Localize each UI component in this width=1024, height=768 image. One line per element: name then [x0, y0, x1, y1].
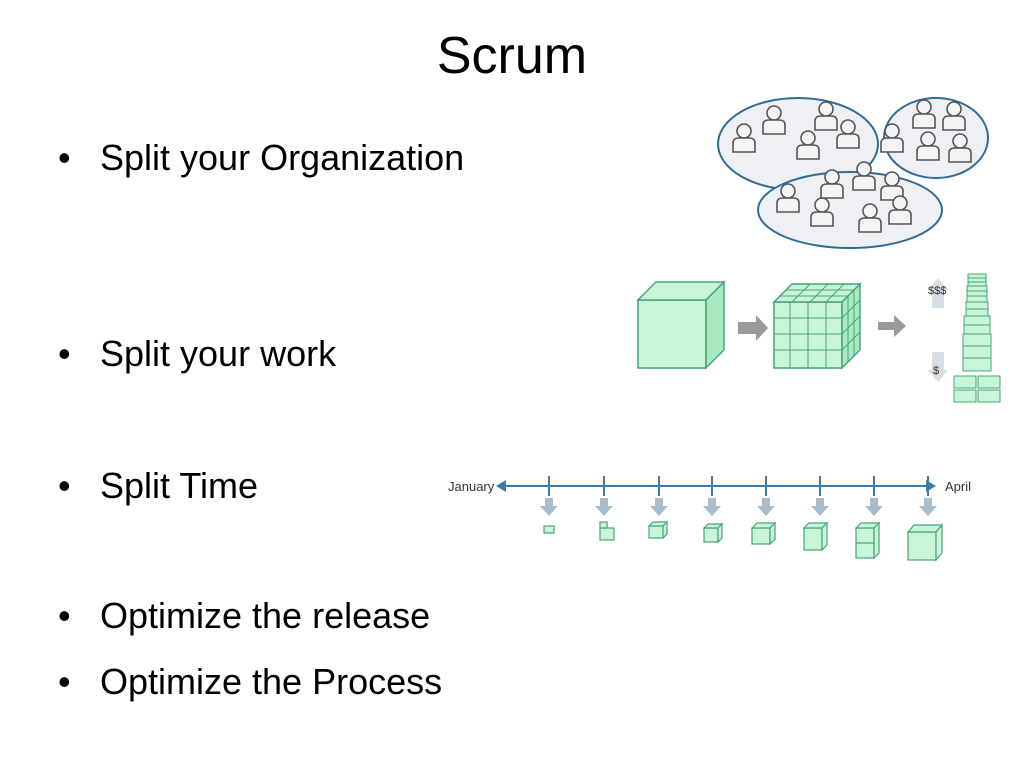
timeline-illustration: January April — [448, 476, 971, 562]
low-value-label: $ — [933, 365, 939, 377]
gray-arrow-icon — [738, 315, 768, 341]
high-value-label: $$$ — [928, 285, 946, 297]
timeline-end-label: April — [945, 479, 971, 494]
bullet-text: Optimize the release — [100, 595, 431, 636]
bullet-split-time: • Split Time — [58, 464, 258, 508]
bullet-glyph: • — [58, 333, 71, 374]
gray-arrow-icon — [878, 315, 906, 337]
iteration-arrows — [540, 498, 937, 516]
bullet-split-organization: • Split your Organization — [58, 136, 464, 180]
sliced-work-cube — [772, 282, 862, 370]
teams-illustration — [717, 97, 989, 249]
timeline-axis — [496, 476, 936, 496]
bullet-optimize-release: • Optimize the release — [58, 594, 430, 638]
prioritized-backlog-stack — [953, 273, 1001, 403]
up-arrow-icon — [928, 278, 948, 308]
bullet-glyph: • — [58, 465, 71, 506]
bullet-text: Split your work — [100, 333, 337, 374]
bullet-split-work: • Split your work — [58, 332, 336, 376]
bullet-text: Optimize the Process — [100, 661, 443, 702]
work-split-illustration: $$$ $ — [636, 273, 1001, 403]
bullet-glyph: • — [58, 595, 71, 636]
whole-work-cube — [636, 280, 726, 370]
bullet-text: Split Time — [100, 465, 259, 506]
down-arrow-icon — [928, 352, 948, 382]
timeline-start-label: January — [448, 479, 495, 494]
slide-title: Scrum — [436, 27, 588, 85]
increment-cubes — [543, 520, 944, 562]
bullet-glyph: • — [58, 137, 71, 178]
bullet-glyph: • — [58, 661, 71, 702]
bullet-text: Split your Organization — [100, 137, 465, 178]
bullet-optimize-process: • Optimize the Process — [58, 660, 442, 704]
